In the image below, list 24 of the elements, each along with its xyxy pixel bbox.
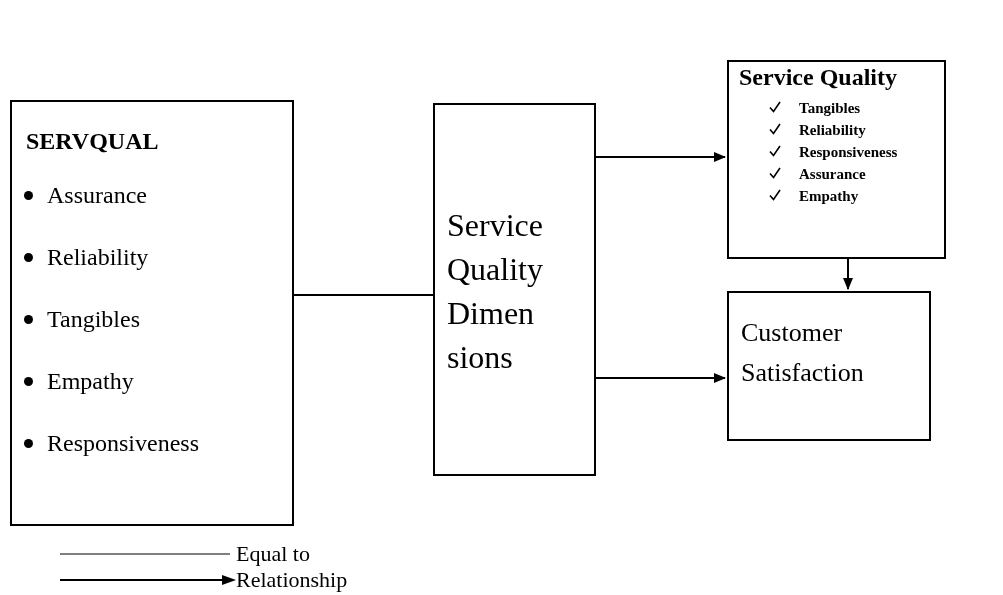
checklist-item: Tangibles [769, 100, 861, 117]
checklist-item: Responsiveness [769, 144, 898, 161]
arrow [595, 373, 726, 383]
list-item: Reliability [24, 244, 149, 271]
arrow [595, 152, 726, 162]
legend-label: Relationship [236, 567, 348, 593]
box-text: Service Quality Dimensions [447, 206, 543, 377]
list-item: Assurance [24, 182, 147, 209]
legend-label: Equal to [236, 541, 310, 567]
box-text: Customer Satisfaction [741, 317, 865, 389]
list-item: Tangibles [24, 306, 140, 333]
box-heading: SERVQUAL [26, 128, 159, 155]
list-item: Responsiveness [24, 430, 199, 457]
arrow [843, 258, 853, 290]
process-box [433, 103, 596, 476]
connector-line [293, 294, 434, 296]
process-box [727, 60, 946, 259]
checklist-item: Reliability [769, 122, 866, 139]
checklist-item: Assurance [769, 166, 866, 183]
process-box [10, 100, 294, 526]
box-heading: Service Quality [739, 64, 897, 91]
checklist-item: Empathy [769, 188, 859, 205]
list-item: Empathy [24, 368, 134, 395]
process-box [727, 291, 931, 441]
